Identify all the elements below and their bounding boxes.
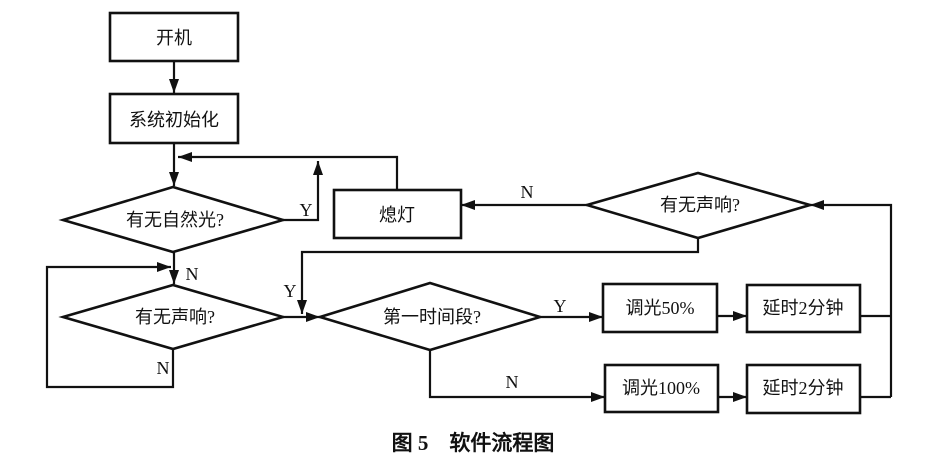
delay-2min-top-label: 延时2分钟 bbox=[763, 298, 844, 318]
system-init-label: 系统初始化 bbox=[129, 110, 219, 130]
edge-sound-left-no-loop bbox=[45, 262, 175, 389]
dim-100-label: 调光100% bbox=[622, 378, 700, 398]
power-on-box bbox=[108, 11, 240, 63]
label-sound-right-no: N bbox=[521, 182, 534, 202]
delay-2min-top-box bbox=[745, 283, 862, 334]
label-sound-right-yes: Y bbox=[284, 281, 297, 301]
dim-50-box bbox=[601, 282, 719, 334]
label-sound-left-no: N bbox=[157, 358, 170, 378]
power-on-label: 开机 bbox=[156, 28, 192, 48]
edge-natural-light-yes bbox=[283, 161, 323, 222]
sound-right-diamond bbox=[582, 171, 815, 240]
figure-caption: 图 5 软件流程图 bbox=[392, 431, 555, 455]
edge-lightsoff-feedback bbox=[178, 152, 399, 190]
dim-100-box bbox=[603, 363, 720, 414]
system-init-box bbox=[108, 92, 240, 145]
lights-off-label: 熄灯 bbox=[379, 205, 415, 225]
sound-right-label: 有无声响? bbox=[660, 195, 740, 215]
lights-off-box bbox=[332, 188, 463, 240]
first-period-label: 第一时间段? bbox=[383, 307, 481, 327]
edge-sound-right-yes bbox=[297, 238, 700, 314]
label-natural-light-yes: Y bbox=[300, 200, 313, 220]
label-first-period-no: N bbox=[506, 372, 519, 392]
first-period-diamond bbox=[315, 281, 545, 352]
sound-left-label: 有无声响? bbox=[135, 307, 215, 327]
dim-50-label: 调光50% bbox=[626, 298, 695, 318]
natural-light-diamond bbox=[58, 185, 288, 254]
label-first-period-yes: Y bbox=[554, 296, 567, 316]
delay-2min-bottom-box bbox=[745, 363, 862, 415]
label-natural-light-no: N bbox=[186, 264, 199, 284]
edge-first-period-no bbox=[428, 350, 605, 402]
delay-2min-bottom-label: 延时2分钟 bbox=[763, 378, 844, 398]
sound-left-diamond bbox=[58, 283, 288, 351]
edge-rail-to-sound-right bbox=[810, 200, 893, 397]
natural-light-label: 有无自然光? bbox=[126, 210, 224, 230]
